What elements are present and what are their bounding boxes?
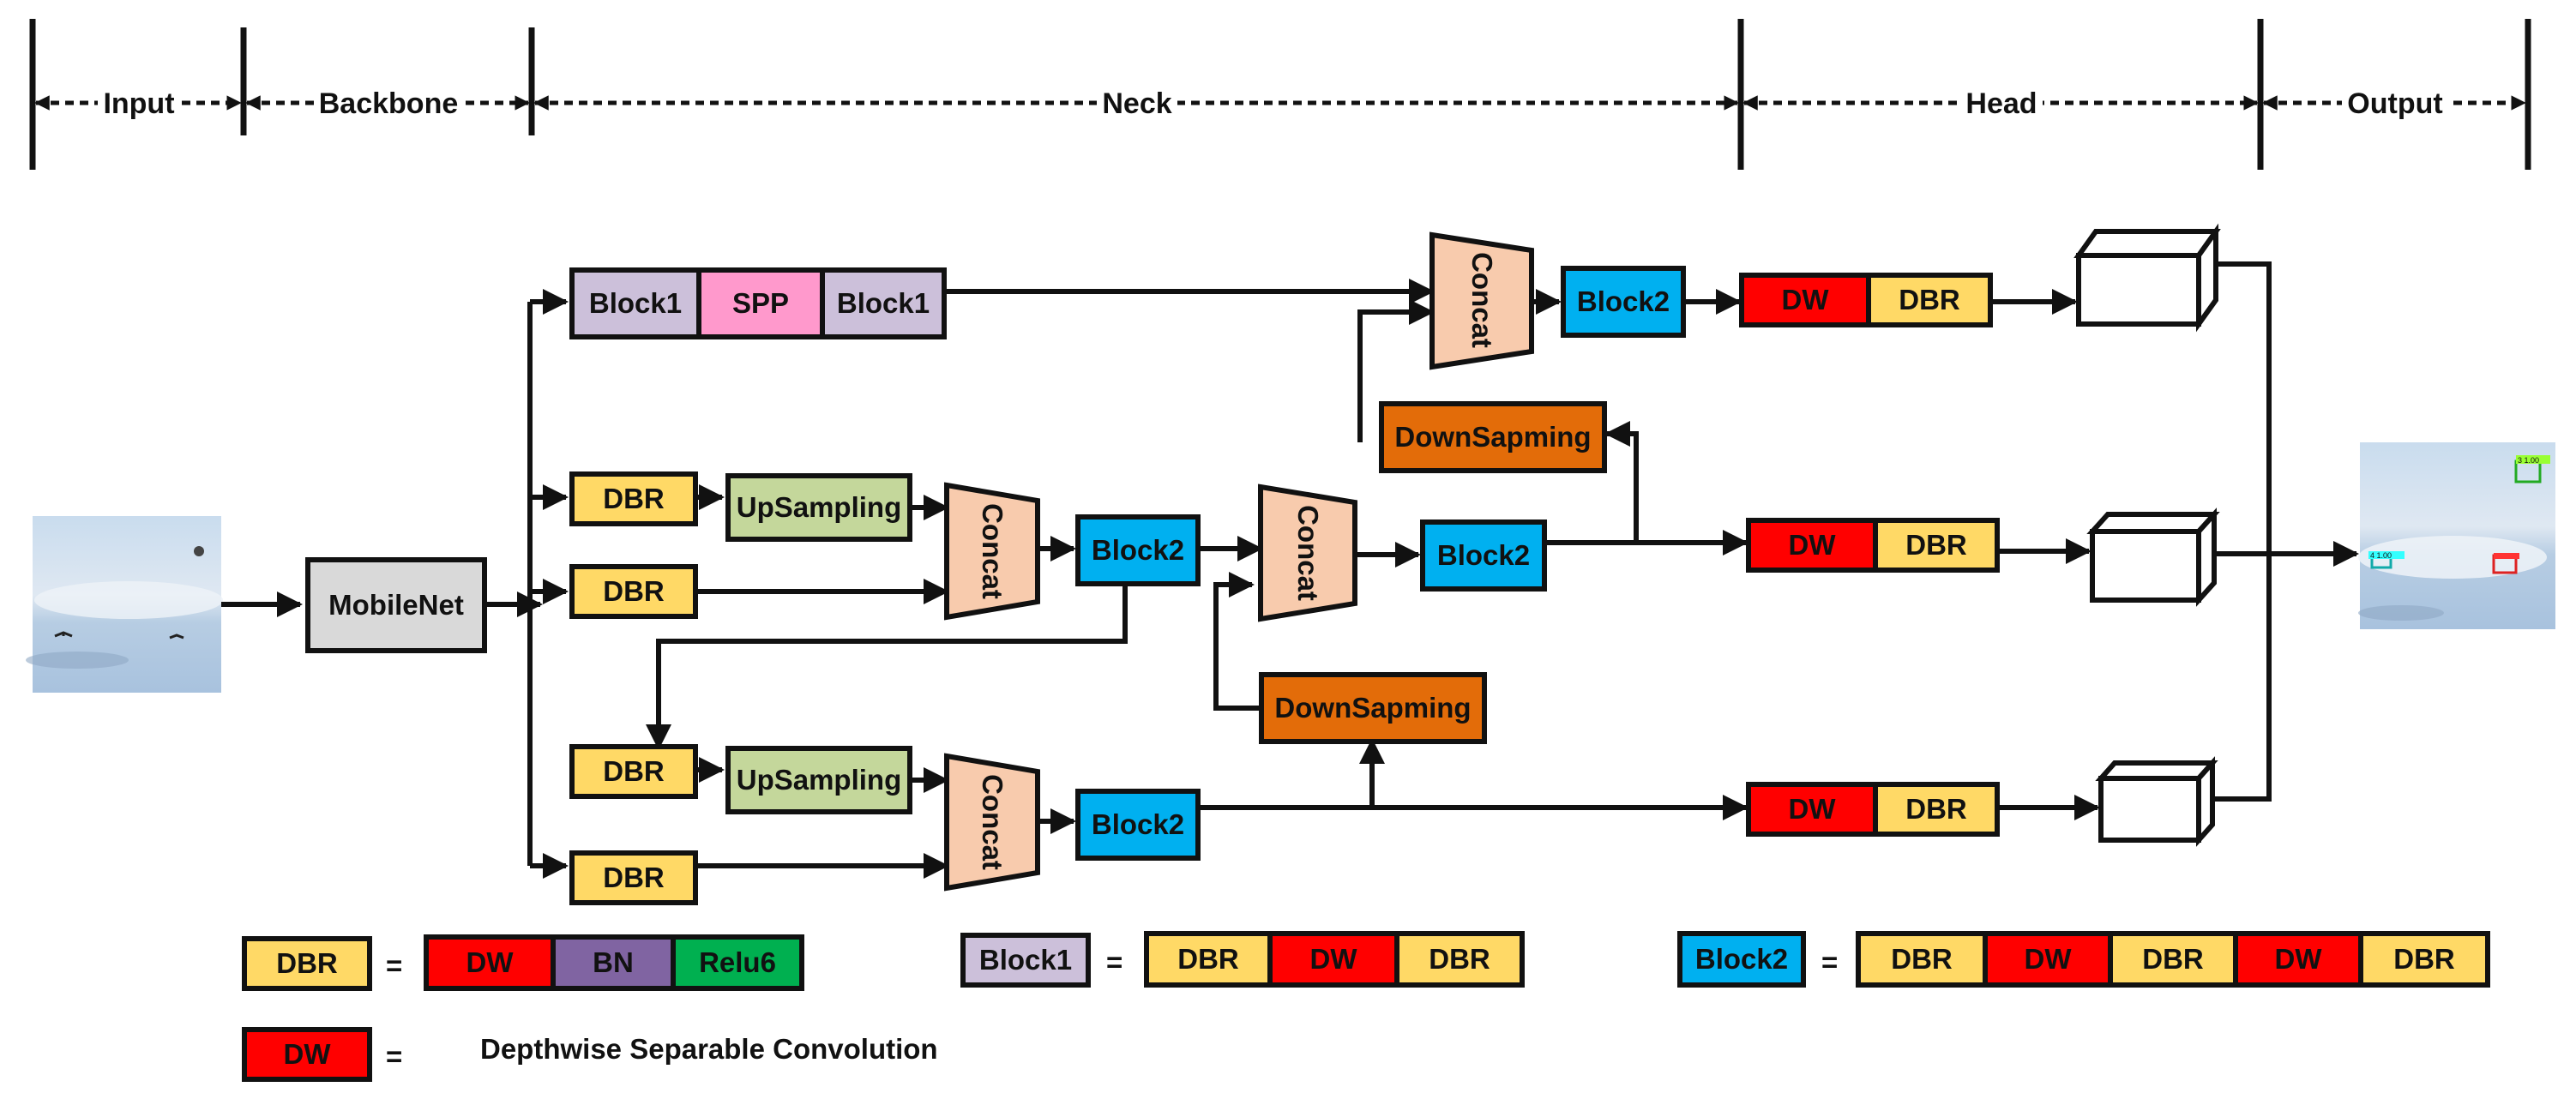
cube-medium <box>2086 507 2220 607</box>
legend-block1-part-3: DBR <box>1399 936 1520 982</box>
legend-dbr-part-relu6: Relu6 <box>676 940 799 986</box>
concat-mid-right-label: Concat <box>1292 505 1324 601</box>
concat-mid-left-label: Concat <box>977 503 1008 599</box>
legend-dbr-parts: DW BN Relu6 <box>424 934 804 991</box>
concat-mid-right-shape <box>1258 483 1357 622</box>
section-dividers <box>29 19 2531 170</box>
block1-right: Block1 <box>825 273 942 334</box>
section-label-backbone: Backbone <box>245 82 532 125</box>
dbr-block-2: DBR <box>569 564 698 619</box>
concat-mid-left-shape <box>944 482 1040 621</box>
head-dbr-top: DBR <box>1871 278 1988 322</box>
detection-label-a: 3 1.00 <box>2518 456 2539 465</box>
legend-block2-part-1: DBR <box>1861 936 1988 982</box>
legend-block2-part-4: DW <box>2238 936 2363 982</box>
legend-equals-block2: = <box>1821 946 1839 978</box>
downsampling-block-top: DownSapming <box>1379 401 1607 473</box>
dbr-block-4: DBR <box>569 850 698 905</box>
dbr-block-3: DBR <box>569 744 698 799</box>
section-label-neck: Neck <box>533 82 1741 125</box>
head-dw-dbr-mid: DW DBR <box>1746 518 2000 573</box>
input-image <box>26 516 223 693</box>
section-label-output: Output <box>2262 82 2528 125</box>
spp-block: SPP <box>701 273 825 334</box>
concat-top-label: Concat <box>1466 252 1498 348</box>
section-label-input: Input <box>34 82 244 125</box>
detection-label-b: 4 1.00 <box>2370 551 2392 560</box>
legend-dbr-part-bn: BN <box>556 940 676 986</box>
legend-dbr-key: DBR <box>242 936 372 991</box>
block2-mid-left: Block2 <box>1075 514 1201 586</box>
legend-dbr-part-dw: DW <box>429 940 556 986</box>
head-dw-dbr-bottom: DW DBR <box>1746 782 2000 837</box>
dbr-block-1: DBR <box>569 471 698 526</box>
block1-spp-block1-group: Block1 SPP Block1 <box>569 267 947 339</box>
legend-dw-key: DW <box>242 1027 372 1082</box>
concat-top-shape <box>1429 231 1534 370</box>
connections <box>221 261 2359 879</box>
legend-block1-part-1: DBR <box>1149 936 1273 982</box>
section-label-head: Head <box>1742 82 2260 125</box>
cube-small <box>2095 756 2218 847</box>
head-dbr-bottom: DBR <box>1878 787 1995 832</box>
head-dbr-mid: DBR <box>1878 523 1995 568</box>
output-cubes <box>2073 223 2221 847</box>
legend-block1-part-2: DW <box>1273 936 1399 982</box>
upsampling-block-top: UpSampling <box>725 473 912 542</box>
legend-equals-dw: = <box>386 1041 403 1072</box>
legend-block2-key: Block2 <box>1677 931 1806 988</box>
head-dw-mid: DW <box>1751 523 1878 568</box>
head-dw-bottom: DW <box>1751 787 1878 832</box>
block2-top: Block2 <box>1561 266 1686 338</box>
legend-equals-block1: = <box>1106 946 1123 978</box>
legend-block2-part-2: DW <box>1988 936 2113 982</box>
legend-dw-description: Depthwise Separable Convolution <box>480 1033 938 1065</box>
upsampling-block-bottom: UpSampling <box>725 746 912 814</box>
legend-block1-key: Block1 <box>960 933 1091 988</box>
concat-bottom-label: Concat <box>977 774 1008 870</box>
block2-bottom: Block2 <box>1075 789 1201 861</box>
head-dw-dbr-top: DW DBR <box>1739 273 1993 327</box>
legend-block2-part-3: DBR <box>2113 936 2238 982</box>
downsampling-block-bottom: DownSapming <box>1259 672 1487 744</box>
legend-block1-parts: DBR DW DBR <box>1144 931 1525 988</box>
concat-shapes <box>944 231 1534 892</box>
legend-equals-dbr: = <box>386 950 403 982</box>
head-dw-top: DW <box>1744 278 1871 322</box>
concat-bottom-shape <box>944 753 1040 892</box>
block1-left: Block1 <box>575 273 701 334</box>
legend-block2-parts: DBR DW DBR DW DBR <box>1856 931 2490 988</box>
cube-large <box>2073 223 2221 333</box>
mobilenet-block: MobileNet <box>305 557 487 653</box>
legend-block2-part-5: DBR <box>2363 936 2485 982</box>
block2-mid-right: Block2 <box>1420 519 1547 592</box>
output-image: 3 1.00 4 1.00 <box>2358 442 2555 629</box>
